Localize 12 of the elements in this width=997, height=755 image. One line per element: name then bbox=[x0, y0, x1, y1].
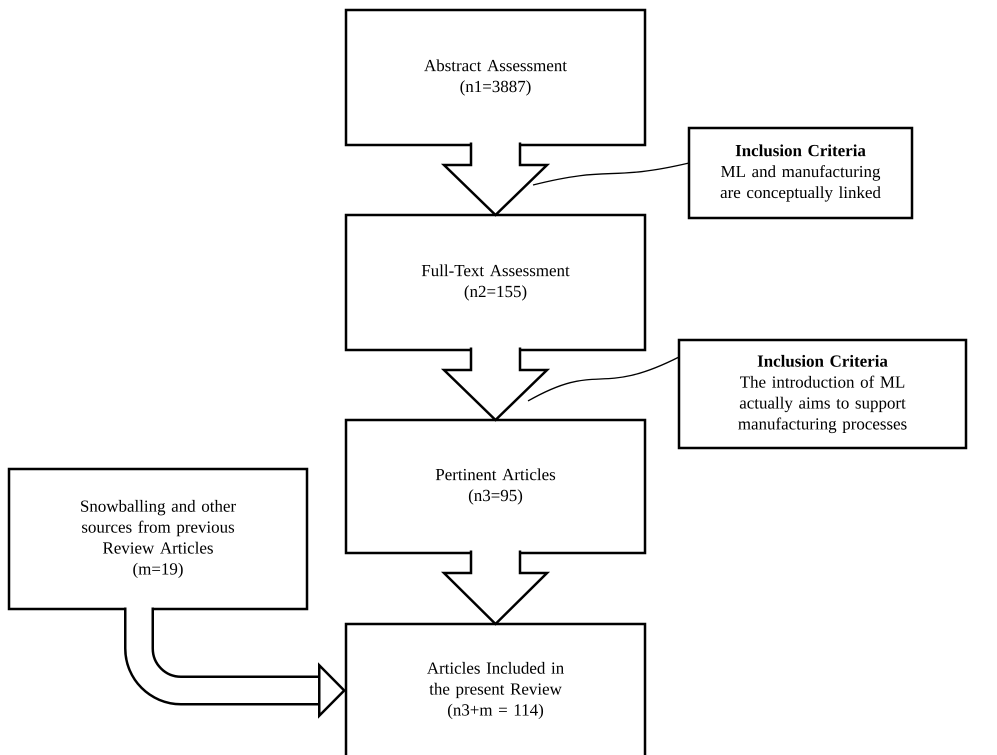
criteria-box: Inclusion Criteria ML and manufacturing are conceptually linked bbox=[688, 126, 914, 220]
block-arrow bbox=[440, 346, 550, 422]
process-box: Pertinent Articles (n3=95) bbox=[344, 418, 646, 554]
block-arrow bbox=[440, 141, 550, 217]
criteria-box: Inclusion Criteria The introduction of ML actually aims to support manufacturing processes bbox=[678, 338, 968, 450]
leader-line bbox=[528, 356, 680, 402]
process-box: Abstract Assessment (n1=3887) bbox=[344, 8, 646, 146]
process-box: Articles Included in the present Review (n3+m = 114) bbox=[344, 622, 646, 755]
source-box: Snowballing and other sources from previous Review Articles (m=19) bbox=[8, 468, 308, 610]
block-arrow bbox=[440, 549, 550, 626]
leader-line bbox=[532, 162, 690, 186]
process-box: Full-Text Assessment (n2=155) bbox=[344, 214, 646, 352]
